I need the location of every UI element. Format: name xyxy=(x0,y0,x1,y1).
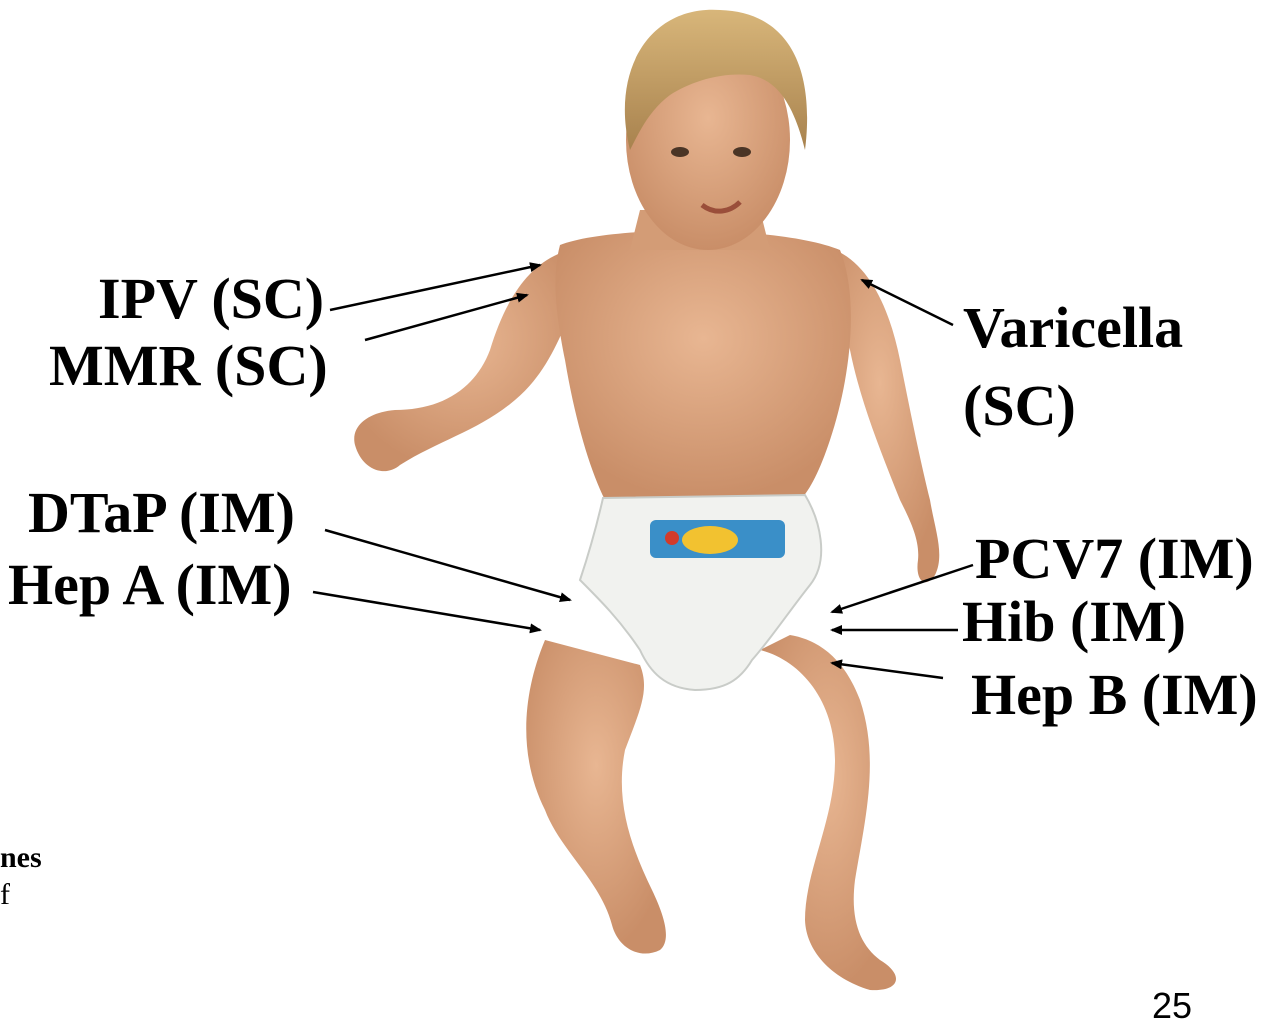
hep-b-label: Hep B (IM) xyxy=(971,666,1258,724)
right-eye xyxy=(733,147,751,157)
diaper-print-dot xyxy=(665,531,679,545)
cut-off-text-line-1: nes xyxy=(0,843,42,873)
child-figure xyxy=(354,10,939,990)
left-arm xyxy=(354,250,575,471)
varicella-route-label: (SC) xyxy=(963,377,1076,435)
right-leg xyxy=(760,635,896,990)
hep-b-arrow xyxy=(832,663,943,678)
cut-off-text-line-2: f xyxy=(0,880,10,910)
page-number-fragment: 25 xyxy=(1152,988,1192,1024)
diaper-print-character xyxy=(682,526,738,554)
left-eye xyxy=(671,147,689,157)
varicella-label: Varicella xyxy=(963,299,1183,357)
pcv7-label: PCV7 (IM) xyxy=(975,530,1254,588)
hib-label: Hib (IM) xyxy=(962,593,1186,651)
hep-a-arrow xyxy=(313,592,540,630)
pcv7-arrow xyxy=(832,565,973,612)
mmr-label: MMR (SC) xyxy=(49,337,328,395)
ipv-label: IPV (SC) xyxy=(98,270,324,328)
hep-a-label: Hep A (IM) xyxy=(8,556,292,614)
left-leg xyxy=(526,640,666,954)
dtap-arrow xyxy=(325,530,570,600)
torso xyxy=(555,231,850,500)
ipv-arrow xyxy=(330,265,540,310)
dtap-label: DTaP (IM) xyxy=(28,484,295,542)
